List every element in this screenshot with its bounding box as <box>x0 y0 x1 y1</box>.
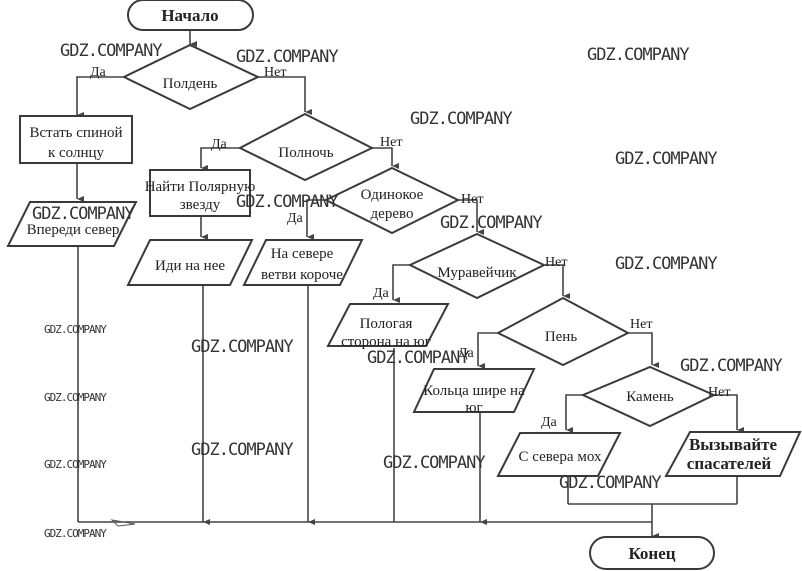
watermark: GDZ.COMPANY <box>191 440 293 460</box>
watermark: GDZ.COMPANY <box>44 527 107 540</box>
connector-noon-yes <box>76 76 124 118</box>
watermarks: GDZ.COMPANY GDZ.COMPANY GDZ.COMPANY GDZ.… <box>32 41 783 540</box>
connector-anthill-yes <box>392 264 410 303</box>
decision-midnight: Полночь <box>237 112 375 182</box>
output-rings-wider: Кольца шире на юг <box>412 368 536 416</box>
end-label: Конец <box>628 544 675 563</box>
process-back-to-sun-line1: Встать спиной <box>29 125 122 141</box>
start-terminal: Начало <box>127 0 254 31</box>
connector-stone-yes <box>565 394 583 433</box>
decision-noon: Полдень <box>121 43 261 111</box>
decision-anthill-label: Муравейчик <box>437 265 517 281</box>
decision-lonely-tree: Одинокое дерево <box>323 166 461 235</box>
decision-stump: Пень <box>495 296 631 367</box>
output-gentle-side: Пологая сторона на юг <box>326 303 450 350</box>
connectors <box>76 30 744 539</box>
output-north-ahead: Впереди север <box>6 201 138 247</box>
connector-tree-no <box>458 199 484 235</box>
output-moss-north-label: С севера мох <box>519 449 602 465</box>
decision-lonely-tree-line2: дерево <box>371 206 414 222</box>
branch-yes-lonely-tree: Да <box>287 211 304 226</box>
decision-lonely-tree-line1: Одинокое <box>361 187 424 203</box>
decision-midnight-label: Полночь <box>278 145 333 161</box>
connector-stump-yes <box>477 332 498 369</box>
process-find-polaris-line2: звезду <box>180 197 221 213</box>
output-call-rescuers: Вызывайте спасателей <box>664 431 802 477</box>
output-go-to-it-label: Иди на нее <box>155 258 225 274</box>
watermark: GDZ.COMPANY <box>440 213 542 233</box>
branch-no-anthill: Нет <box>545 255 567 270</box>
branch-no-noon: Нет <box>264 65 286 80</box>
decision-anthill: Муравейчик <box>407 232 547 300</box>
output-branches-shorter-line1: На севере <box>271 246 334 262</box>
watermark: GDZ.COMPANY <box>615 149 717 169</box>
connector-stump-no <box>628 332 659 368</box>
watermark: GDZ.COMPANY <box>559 473 661 493</box>
output-branches-shorter: На севере ветви короче <box>242 239 364 286</box>
watermark: GDZ.COMPANY <box>44 323 107 336</box>
output-call-rescuers-line2: спасателей <box>687 454 772 473</box>
process-find-polaris-line1: Найти Полярную <box>145 179 256 195</box>
branch-yes-anthill: Да <box>373 286 390 301</box>
connector-stone-no <box>714 394 744 433</box>
watermark: GDZ.COMPANY <box>236 47 338 67</box>
output-moss-north: С севера мох <box>496 432 622 477</box>
watermark: GDZ.COMPANY <box>32 204 134 224</box>
watermark: GDZ.COMPANY <box>587 45 689 65</box>
watermark: GDZ.COMPANY <box>680 356 782 376</box>
connector-midnight-no <box>372 147 399 169</box>
branch-yes-noon: Да <box>90 65 107 80</box>
watermark: GDZ.COMPANY <box>383 453 485 473</box>
end-terminal: Конец <box>589 536 715 570</box>
output-rings-wider-line2: юг <box>465 400 482 416</box>
connector-midnight-yes <box>200 147 240 171</box>
start-label: Начало <box>161 6 218 25</box>
connector-noon-no <box>258 76 312 115</box>
branch-yes-midnight: Да <box>211 137 228 152</box>
branch-yes-stone: Да <box>541 415 558 430</box>
watermark: GDZ.COMPANY <box>191 337 293 357</box>
process-back-to-sun-line2: к солнцу <box>48 145 105 161</box>
watermark: GDZ.COMPANY <box>44 458 107 471</box>
watermark: GDZ.COMPANY <box>367 348 469 368</box>
decision-noon-label: Полдень <box>163 76 218 92</box>
output-north-ahead-label: Впереди север <box>27 222 120 238</box>
output-gentle-side-line1: Пологая <box>360 316 413 332</box>
decision-stone-label: Камень <box>626 389 674 405</box>
watermark: GDZ.COMPANY <box>60 41 162 61</box>
connector-anthill-no <box>544 264 570 299</box>
output-rings-wider-line1: Кольца шире на <box>423 383 525 399</box>
branch-no-midnight: Нет <box>380 135 402 150</box>
branch-no-stump: Нет <box>630 317 652 332</box>
branch-yes-stump: Да <box>458 346 475 361</box>
branch-no-lonely-tree: Нет <box>461 192 483 207</box>
branch-no-stone: Нет <box>708 385 730 400</box>
watermark: GDZ.COMPANY <box>236 192 338 212</box>
watermark: GDZ.COMPANY <box>410 109 512 129</box>
watermark: GDZ.COMPANY <box>615 254 717 274</box>
bus-arrow-icon <box>110 519 136 527</box>
output-go-to-it: Иди на нее <box>126 239 254 286</box>
decision-stone: Камень <box>580 365 717 428</box>
output-gentle-side-line2: сторона на юг <box>341 334 431 350</box>
output-call-rescuers-line1: Вызывайте <box>689 435 778 454</box>
decision-stump-label: Пень <box>545 329 578 345</box>
connector-tree-yes <box>306 199 326 240</box>
process-back-to-sun: Встать спиной к солнцу <box>19 115 133 164</box>
output-branches-shorter-line2: ветви короче <box>261 267 343 283</box>
watermark: GDZ.COMPANY <box>44 391 107 404</box>
process-find-polaris: Найти Полярную звезду <box>145 169 256 217</box>
